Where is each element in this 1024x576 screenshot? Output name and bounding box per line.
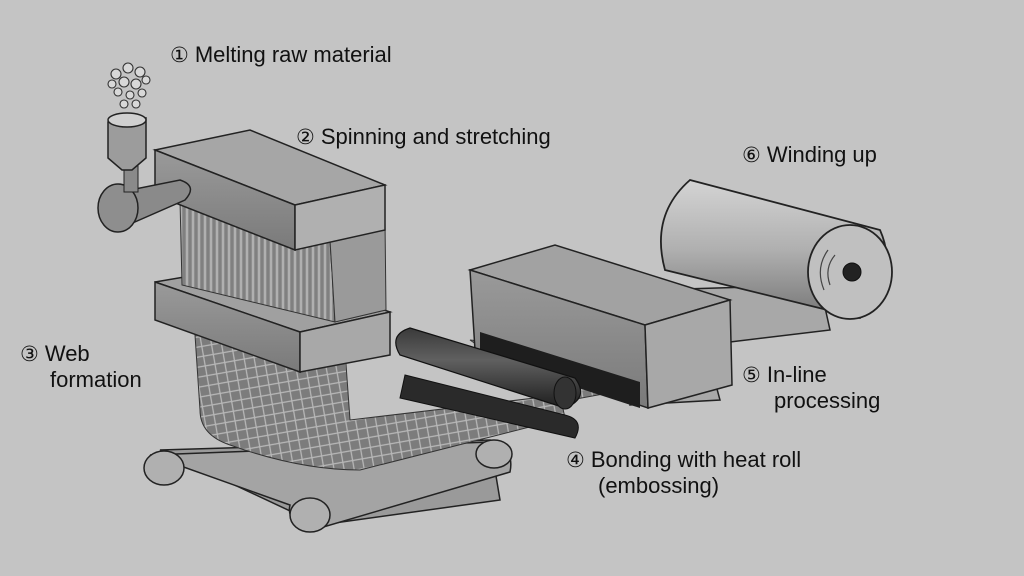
step-3-text-line1: Web: [44, 341, 90, 366]
step-1-text: Melting raw material: [194, 42, 392, 67]
step-4-text-line2: (embossing): [598, 473, 720, 498]
conveyor-belt: [143, 439, 513, 533]
step-3-number: ③: [20, 342, 39, 366]
step-2-text: Spinning and stretching: [320, 124, 551, 149]
step-6-number: ⑥: [742, 143, 761, 167]
step-5-text-line2: processing: [774, 388, 881, 413]
raw-pellets: [107, 62, 151, 109]
step-5-number: ⑤: [742, 363, 761, 387]
step-4-text-line1: Bonding with heat roll: [590, 447, 802, 472]
step-3-text-line2: formation: [50, 367, 142, 392]
extruder-hopper: [97, 112, 192, 233]
heat-roll: [395, 327, 582, 439]
step-5-text-line1: In-line: [766, 362, 827, 387]
web-mesh: [194, 334, 566, 471]
spinneret-block: [152, 129, 388, 252]
step-6-text: Winding up: [766, 142, 877, 167]
step-4-number: ④: [566, 448, 585, 472]
step-2-number: ②: [296, 125, 315, 149]
step-1-number: ①: [170, 43, 189, 67]
inline-processing-box: [467, 244, 733, 410]
